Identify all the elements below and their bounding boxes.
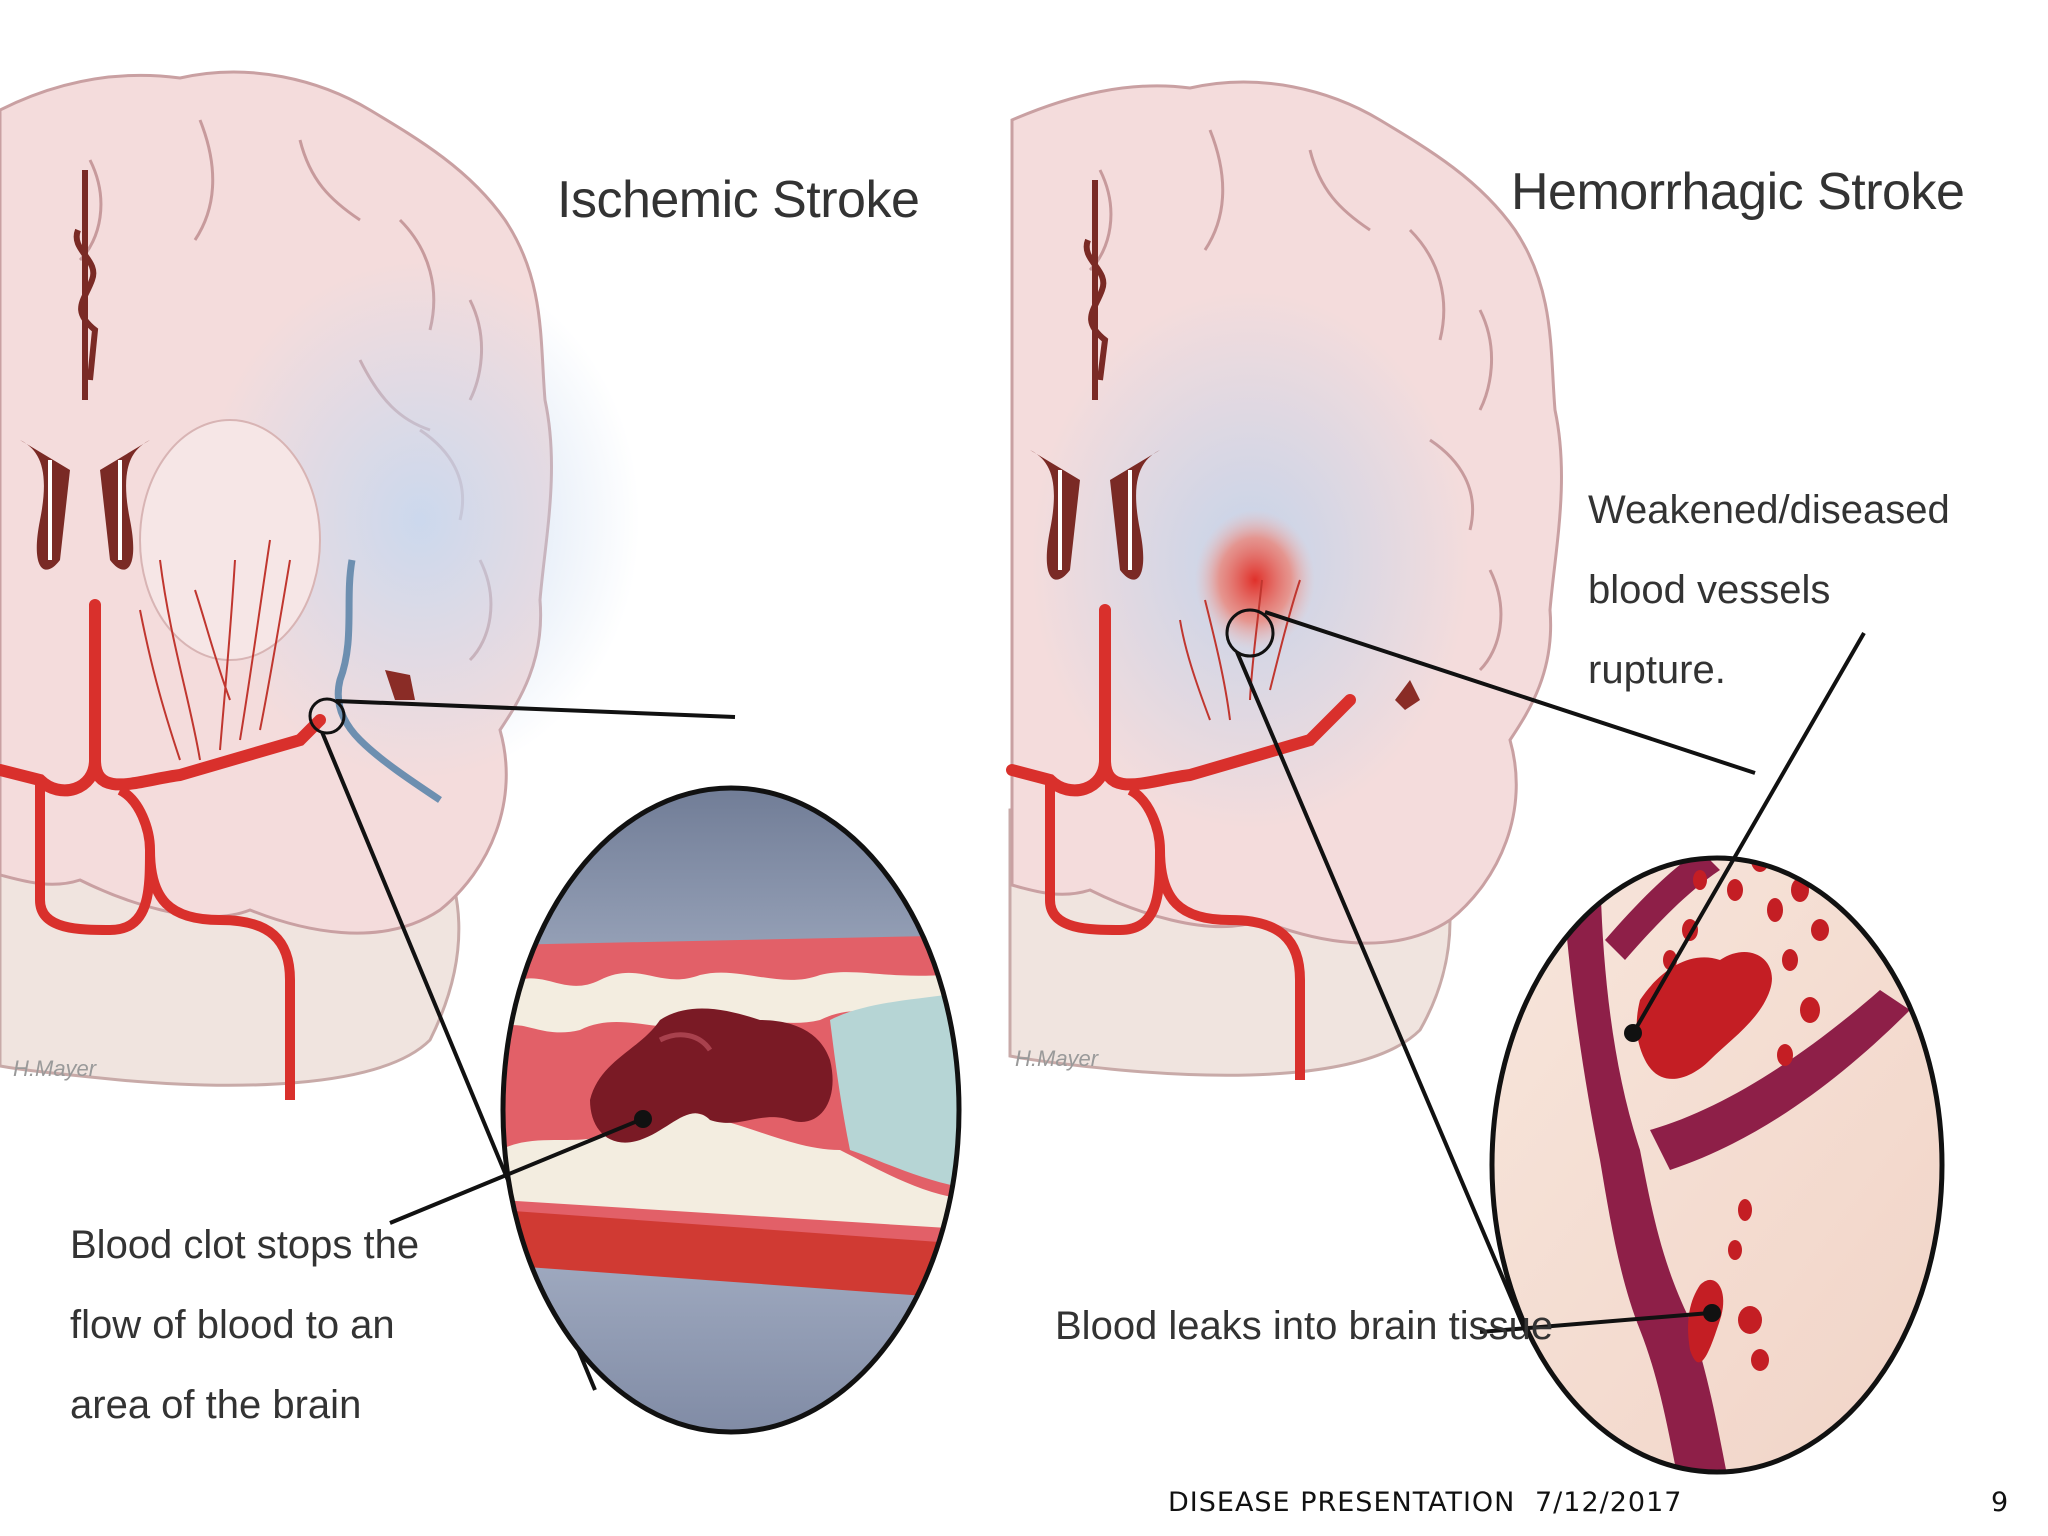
hemorrhagic-top-callout-dot: [1624, 1024, 1642, 1042]
footer-presentation-title: DISEASE PRESENTATION: [1168, 1487, 1516, 1518]
footer-page-number: 9: [1991, 1487, 2010, 1518]
ischemic-callout-line: [389, 1118, 641, 1225]
ischemic-zoom-line-top: [335, 699, 736, 719]
hemorrhagic-artist-signature: H.Mayer: [1015, 1046, 1099, 1071]
hemorrhagic-bottom-callout-line: [1479, 1311, 1711, 1334]
ischemic-stroke-title: Ischemic Stroke: [557, 171, 920, 229]
ischemic-callout-text: Blood clot stops the flow of blood to an…: [70, 1223, 420, 1427]
hemorrhagic-bottom-callout-dot: [1703, 1304, 1721, 1322]
ischemic-artist-signature: H.Mayer: [13, 1056, 97, 1081]
ischemic-brain: [0, 70, 640, 1100]
hemorrhagic-stroke-title: Hemorrhagic Stroke: [1511, 163, 1965, 221]
hemorrhagic-magnified-vessel: [1489, 855, 1945, 1475]
hemorrhagic-brain: [1006, 80, 1563, 1080]
footer-date: 7/12/2017: [1535, 1487, 1683, 1518]
hemorrhagic-zoom-line-top: [1264, 610, 1756, 775]
hemorrhagic-bottom-callout-text: Blood leaks into brain tissue: [1055, 1304, 1554, 1348]
ischemic-magnified-artery: [500, 785, 962, 1435]
hemorrhagic-top-callout-text: Weakened/diseased blood vessels rupture.: [1588, 488, 1950, 692]
hemorrhagic-zoom-line-bottom: [1235, 651, 1529, 1336]
hemorrhagic-top-callout-line: [1633, 632, 1866, 1031]
ischemic-callout-dot: [634, 1110, 652, 1128]
